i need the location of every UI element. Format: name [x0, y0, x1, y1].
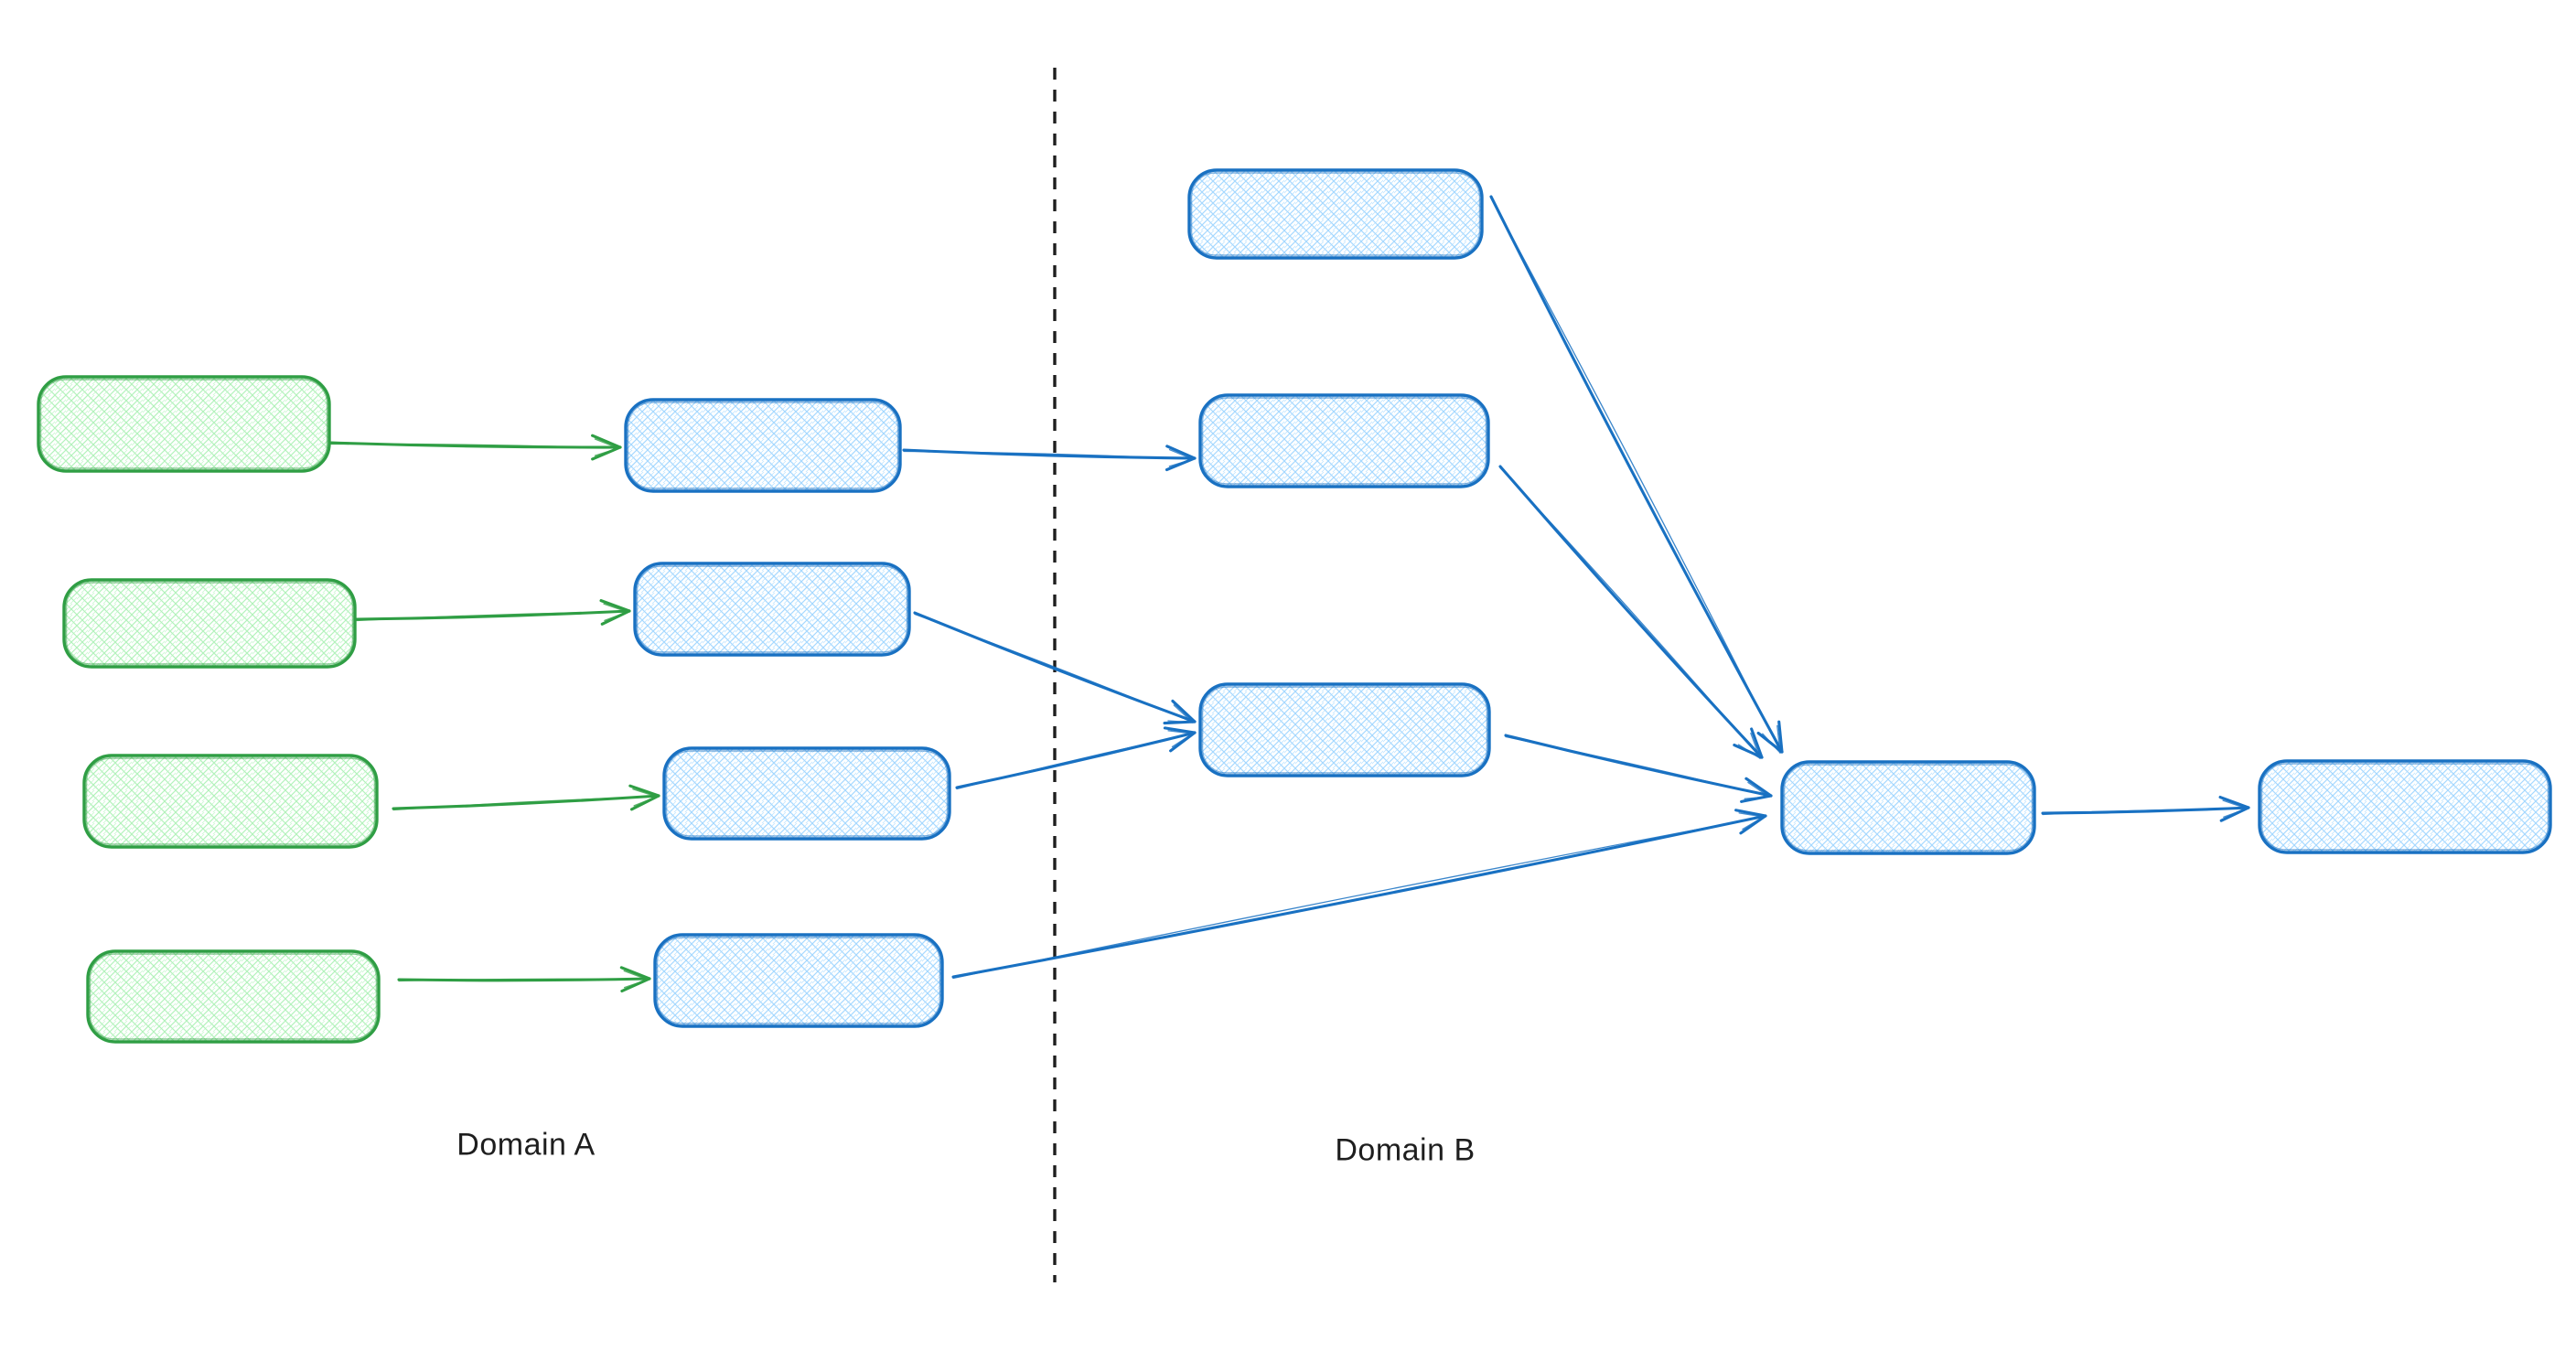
domain-a-label[interactable]: Domain A	[456, 1127, 596, 1163]
node-blue-final[interactable]	[2258, 759, 2552, 854]
node-green-2[interactable]	[62, 578, 357, 669]
node-green-3[interactable]	[82, 754, 379, 849]
node-green-1[interactable]	[37, 375, 331, 473]
edge-blue-a1-to-blue-b2[interactable]	[902, 445, 1197, 472]
node-blue-merge[interactable]	[1780, 760, 2036, 855]
node-blue-b2[interactable]	[1198, 393, 1490, 488]
edge-blue-b1-to-blue-merge[interactable]	[1489, 195, 1784, 754]
domain-b-label[interactable]: Domain B	[1335, 1132, 1476, 1168]
node-blue-b1[interactable]	[1187, 168, 1484, 260]
node-green-4[interactable]	[86, 949, 381, 1044]
edge-green-2-to-blue-a2[interactable]	[355, 599, 631, 626]
node-blue-a3[interactable]	[662, 746, 951, 841]
node-blue-a2[interactable]	[633, 562, 911, 657]
edge-green-1-to-blue-a1[interactable]	[329, 434, 622, 461]
node-blue-b3[interactable]	[1198, 682, 1491, 777]
edge-green-4-to-blue-a4[interactable]	[397, 966, 651, 993]
edge-blue-a4-to-blue-merge[interactable]	[951, 809, 1767, 980]
edge-blue-a2-to-blue-b3[interactable]	[913, 611, 1197, 725]
edge-blue-merge-to-blue-final[interactable]	[2041, 795, 2250, 822]
edge-blue-b3-to-blue-merge[interactable]	[1504, 734, 1773, 803]
edge-blue-b2-to-blue-merge[interactable]	[1498, 465, 1764, 759]
node-blue-a1[interactable]	[624, 398, 902, 493]
node-blue-a4[interactable]	[653, 933, 944, 1028]
edge-blue-a3-to-blue-b3[interactable]	[955, 726, 1197, 790]
edge-green-3-to-blue-a3[interactable]	[392, 784, 660, 811]
